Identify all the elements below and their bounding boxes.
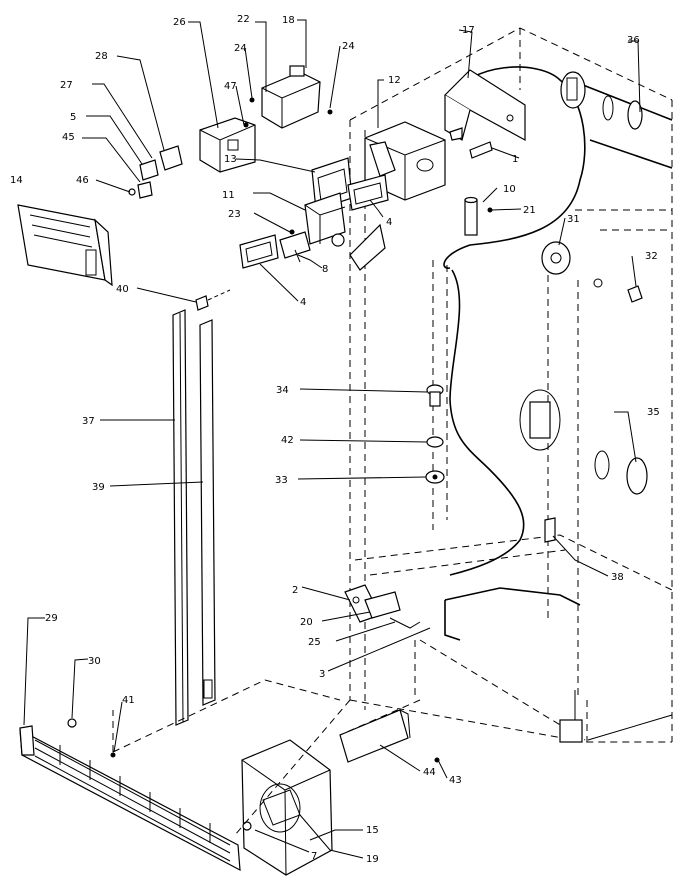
callout-33: 33	[275, 475, 288, 486]
part-gasket-4-upper	[347, 174, 389, 211]
callout-38: 38	[611, 572, 624, 583]
callout-5: 5	[70, 112, 76, 123]
callout-3: 3	[319, 669, 325, 680]
part-grille-29	[19, 725, 241, 872]
callout-11: 11	[222, 190, 235, 201]
part-roller-33	[425, 470, 445, 484]
callout-47: 47	[224, 81, 237, 92]
callout-8: 8	[322, 264, 328, 275]
part-deflector	[349, 223, 386, 271]
callout-labels: 1 2 3 4 4 5 7 8 10 11 12 13 14 15 17 18 …	[10, 14, 660, 865]
part-strip-39	[199, 319, 216, 706]
callout-18: 18	[282, 15, 295, 26]
leader-lines	[23, 19, 641, 859]
callout-45: 45	[62, 132, 75, 143]
callout-23: 23	[228, 209, 241, 220]
callout-24-right: 24	[342, 41, 355, 52]
part-breaker-strip-37	[172, 309, 189, 726]
callout-34: 34	[276, 385, 289, 396]
part-grommet-31	[541, 241, 571, 275]
callout-35: 35	[647, 407, 660, 418]
callout-21: 21	[523, 205, 536, 216]
part-screw-23	[289, 229, 295, 235]
cabinet-right-wall	[574, 690, 673, 741]
callout-22: 22	[237, 14, 250, 25]
hidden-lines	[112, 640, 421, 836]
liner-edge	[443, 66, 586, 576]
callout-19: 19	[366, 854, 379, 865]
part-pin-1	[449, 127, 493, 159]
part-screw-30	[67, 718, 77, 728]
part-solenoid-11	[304, 192, 346, 247]
part-light-socket-36	[560, 71, 643, 130]
part-spring-25	[389, 617, 421, 629]
callout-24-left: 24	[234, 43, 247, 54]
part-light-socket-35	[519, 389, 648, 495]
part-filler-block-44	[339, 709, 411, 763]
part-screws-24	[243, 97, 333, 128]
callout-44: 44	[423, 767, 436, 778]
callout-41: 41	[122, 695, 135, 706]
callout-25: 25	[308, 637, 321, 648]
part-control-panel	[17, 204, 113, 287]
cabinet-foot	[559, 719, 583, 743]
callout-27: 27	[60, 80, 73, 91]
part-washer-42	[426, 436, 444, 448]
part-screw-46	[128, 181, 153, 199]
callout-43: 43	[449, 775, 462, 786]
part-screw-41	[110, 752, 116, 758]
part-nut-32	[627, 285, 643, 303]
liner-bottom	[444, 587, 581, 641]
part-nut-7	[242, 821, 252, 831]
callout-17: 17	[462, 25, 475, 36]
callout-37: 37	[82, 416, 95, 427]
callout-36: 36	[627, 35, 640, 46]
part-gasket-4-lower	[239, 234, 279, 269]
part-upper-bracket-17	[444, 69, 526, 142]
callout-15: 15	[366, 825, 379, 836]
callout-20: 20	[300, 617, 313, 628]
callout-29: 29	[45, 613, 58, 624]
liner-side	[582, 84, 673, 169]
callout-32: 32	[645, 251, 658, 262]
part-clip-40	[195, 295, 209, 311]
callout-40: 40	[116, 284, 129, 295]
callout-30: 30	[88, 656, 101, 667]
part-hinge-bracket-2	[344, 584, 401, 623]
part-damper-bracket-26	[199, 117, 256, 173]
part-hinge-pin-38	[544, 517, 556, 543]
part-rod-10	[464, 196, 478, 236]
callout-31: 31	[567, 214, 580, 225]
part-actuator-8	[279, 231, 311, 263]
callout-1: 1	[512, 154, 518, 165]
part-washer	[593, 278, 603, 288]
callout-2: 2	[292, 585, 298, 596]
callout-46: 46	[76, 175, 89, 186]
callout-4-lower: 4	[300, 297, 306, 308]
callout-28: 28	[95, 51, 108, 62]
callout-4-upper: 4	[386, 217, 392, 228]
callout-7: 7	[311, 851, 317, 862]
part-cap-34	[426, 384, 444, 407]
part-fan-housing-15	[241, 739, 333, 876]
clip-40-dash	[207, 289, 231, 301]
part-clip-5	[139, 159, 159, 181]
callout-12: 12	[388, 75, 401, 86]
callout-26: 26	[173, 17, 186, 28]
callout-13: 13	[224, 154, 237, 165]
callout-10: 10	[503, 184, 516, 195]
part-small-bracket-28	[159, 145, 183, 171]
part-screw-21	[487, 207, 493, 213]
callout-14: 14	[10, 175, 23, 186]
callout-42: 42	[281, 435, 294, 446]
part-motor-mount-18	[261, 65, 321, 129]
callout-39: 39	[92, 482, 105, 493]
